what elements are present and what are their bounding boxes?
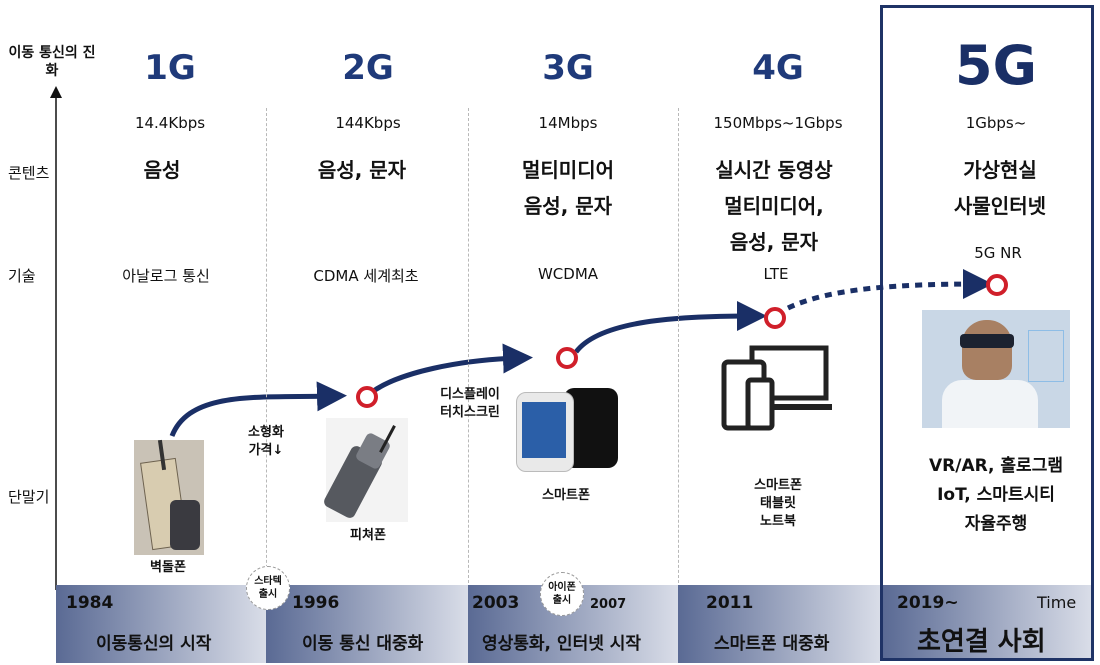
tech-3g: WCDMA [537,265,599,283]
tech-5g: 5G NR [974,244,1022,262]
arrow-3g-4g [574,301,767,354]
gen-3g-title: 3G [542,48,594,88]
speed-1g: 14.4Kbps [134,114,206,132]
milestone-ring-5g [986,274,1008,296]
arrow-1g-2g [169,381,347,438]
timeline-band-2g: 1996 이동 통신 대중화 [266,585,468,663]
speed-5g: 1Gbps~ [965,114,1027,132]
timeline-band-1g: 1984 이동통신의 시작 [56,585,266,663]
vr-user-image [922,310,1070,428]
speed-2g: 144Kbps [335,114,401,132]
divider-2 [468,108,469,588]
timeline-band-5g: 2019~ Time 초연결 사회 [883,585,1091,658]
milestone-ring-4g [764,307,786,329]
devices-icon [721,345,832,431]
row-label-tech: 기술 [8,267,36,285]
speed-4g: 150Mbps~1Gbps [713,114,843,132]
tech-1g: 아날로그 통신 [122,267,210,285]
milestone-ring-2g [356,386,378,408]
divider-3 [678,108,679,588]
content-2g: 음성, 문자 [317,158,407,182]
device-label-2g: 피쳐폰 [350,528,386,543]
arrow-4g-5g [786,269,993,311]
brick-phone-image [134,439,204,555]
smartphone-image [516,386,620,472]
feature-phone-image [322,418,408,522]
row-label-content: 콘텐츠 [8,164,50,182]
device-label-3g: 스마트폰 [542,488,590,503]
gen-1g-title: 1G [144,48,196,88]
device-label-1g: 벽돌폰 [150,560,186,575]
divider-1 [266,108,267,588]
5g-highlight-box [880,5,1094,661]
arrow-2g-3g [370,343,533,395]
content-1g: 음성 [143,158,181,182]
gen-5g-title: 5G [955,34,1037,97]
timeline-band-4g: 2011 스마트폰 대중화 [678,585,880,663]
gen-2g-title: 2G [342,48,394,88]
y-axis-title: 이동 통신의 진화 [8,45,96,79]
milestone-ring-3g [556,347,578,369]
gen-4g-title: 4G [752,48,804,88]
x-axis-title: Time [1037,593,1077,612]
tech-4g: LTE [763,265,789,283]
speed-3g: 14Mbps [538,114,598,132]
tech-2g: CDMA 세계최초 [313,267,419,285]
row-label-device: 단말기 [8,488,50,506]
